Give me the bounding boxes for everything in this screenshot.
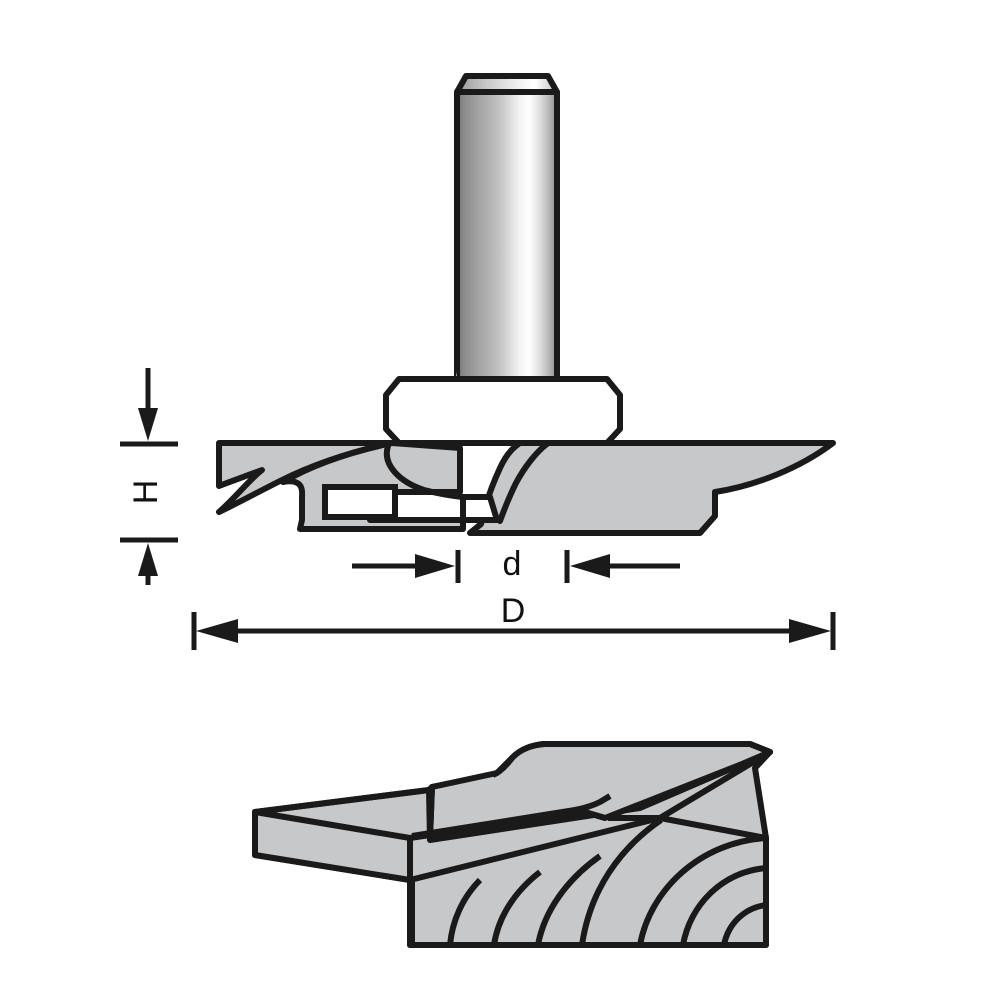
panel-cove-curve-left xyxy=(491,756,515,778)
panel-bevel-right xyxy=(608,741,773,821)
panel-grain-arc-1 xyxy=(637,835,767,946)
panel-grain-arc-7 xyxy=(447,877,483,946)
h-lower-arrowhead xyxy=(138,543,158,576)
right-wing-cove-line xyxy=(497,441,550,524)
center-cutting-tip xyxy=(460,494,500,523)
panel-shoulder-riser xyxy=(427,786,435,839)
dimension-H: H xyxy=(120,368,178,585)
panel-profile-band-1 xyxy=(254,787,430,815)
panel-profile-band-3 xyxy=(411,793,612,839)
right-cutter-wing xyxy=(467,440,836,536)
d-left-arrowhead xyxy=(415,554,455,578)
panel-grain-arc-2 xyxy=(680,865,767,946)
panel-grain-arc-3 xyxy=(721,902,767,946)
panel-raised-center-face xyxy=(427,741,773,841)
d-cap-left-arrowhead xyxy=(196,619,238,643)
left-wing-relief-window xyxy=(322,484,398,520)
d-cap-right-arrowhead xyxy=(789,619,831,643)
panel-grain-arc-5 xyxy=(535,853,602,946)
panel-grain-arc-6 xyxy=(491,869,542,946)
panel-grain-arc-4 xyxy=(579,817,663,946)
D-dimension-label: D xyxy=(501,592,526,630)
router-bit-cross-section: H d D xyxy=(120,73,836,650)
h-dimension-label: H xyxy=(127,480,165,505)
dimension-D: D xyxy=(191,592,836,650)
shank xyxy=(454,89,560,384)
d-right-arrowhead xyxy=(570,554,610,578)
dimension-d: d xyxy=(352,545,680,583)
machined-panel-edge-sample xyxy=(252,741,773,948)
h-upper-arrowhead xyxy=(138,408,158,441)
panel-shoulder-riser-2 xyxy=(587,810,606,821)
left-wing-cove-curve xyxy=(383,443,466,500)
bit-body xyxy=(383,376,623,446)
d-dimension-label: d xyxy=(503,545,522,583)
panel-end-grain-face xyxy=(407,815,769,948)
